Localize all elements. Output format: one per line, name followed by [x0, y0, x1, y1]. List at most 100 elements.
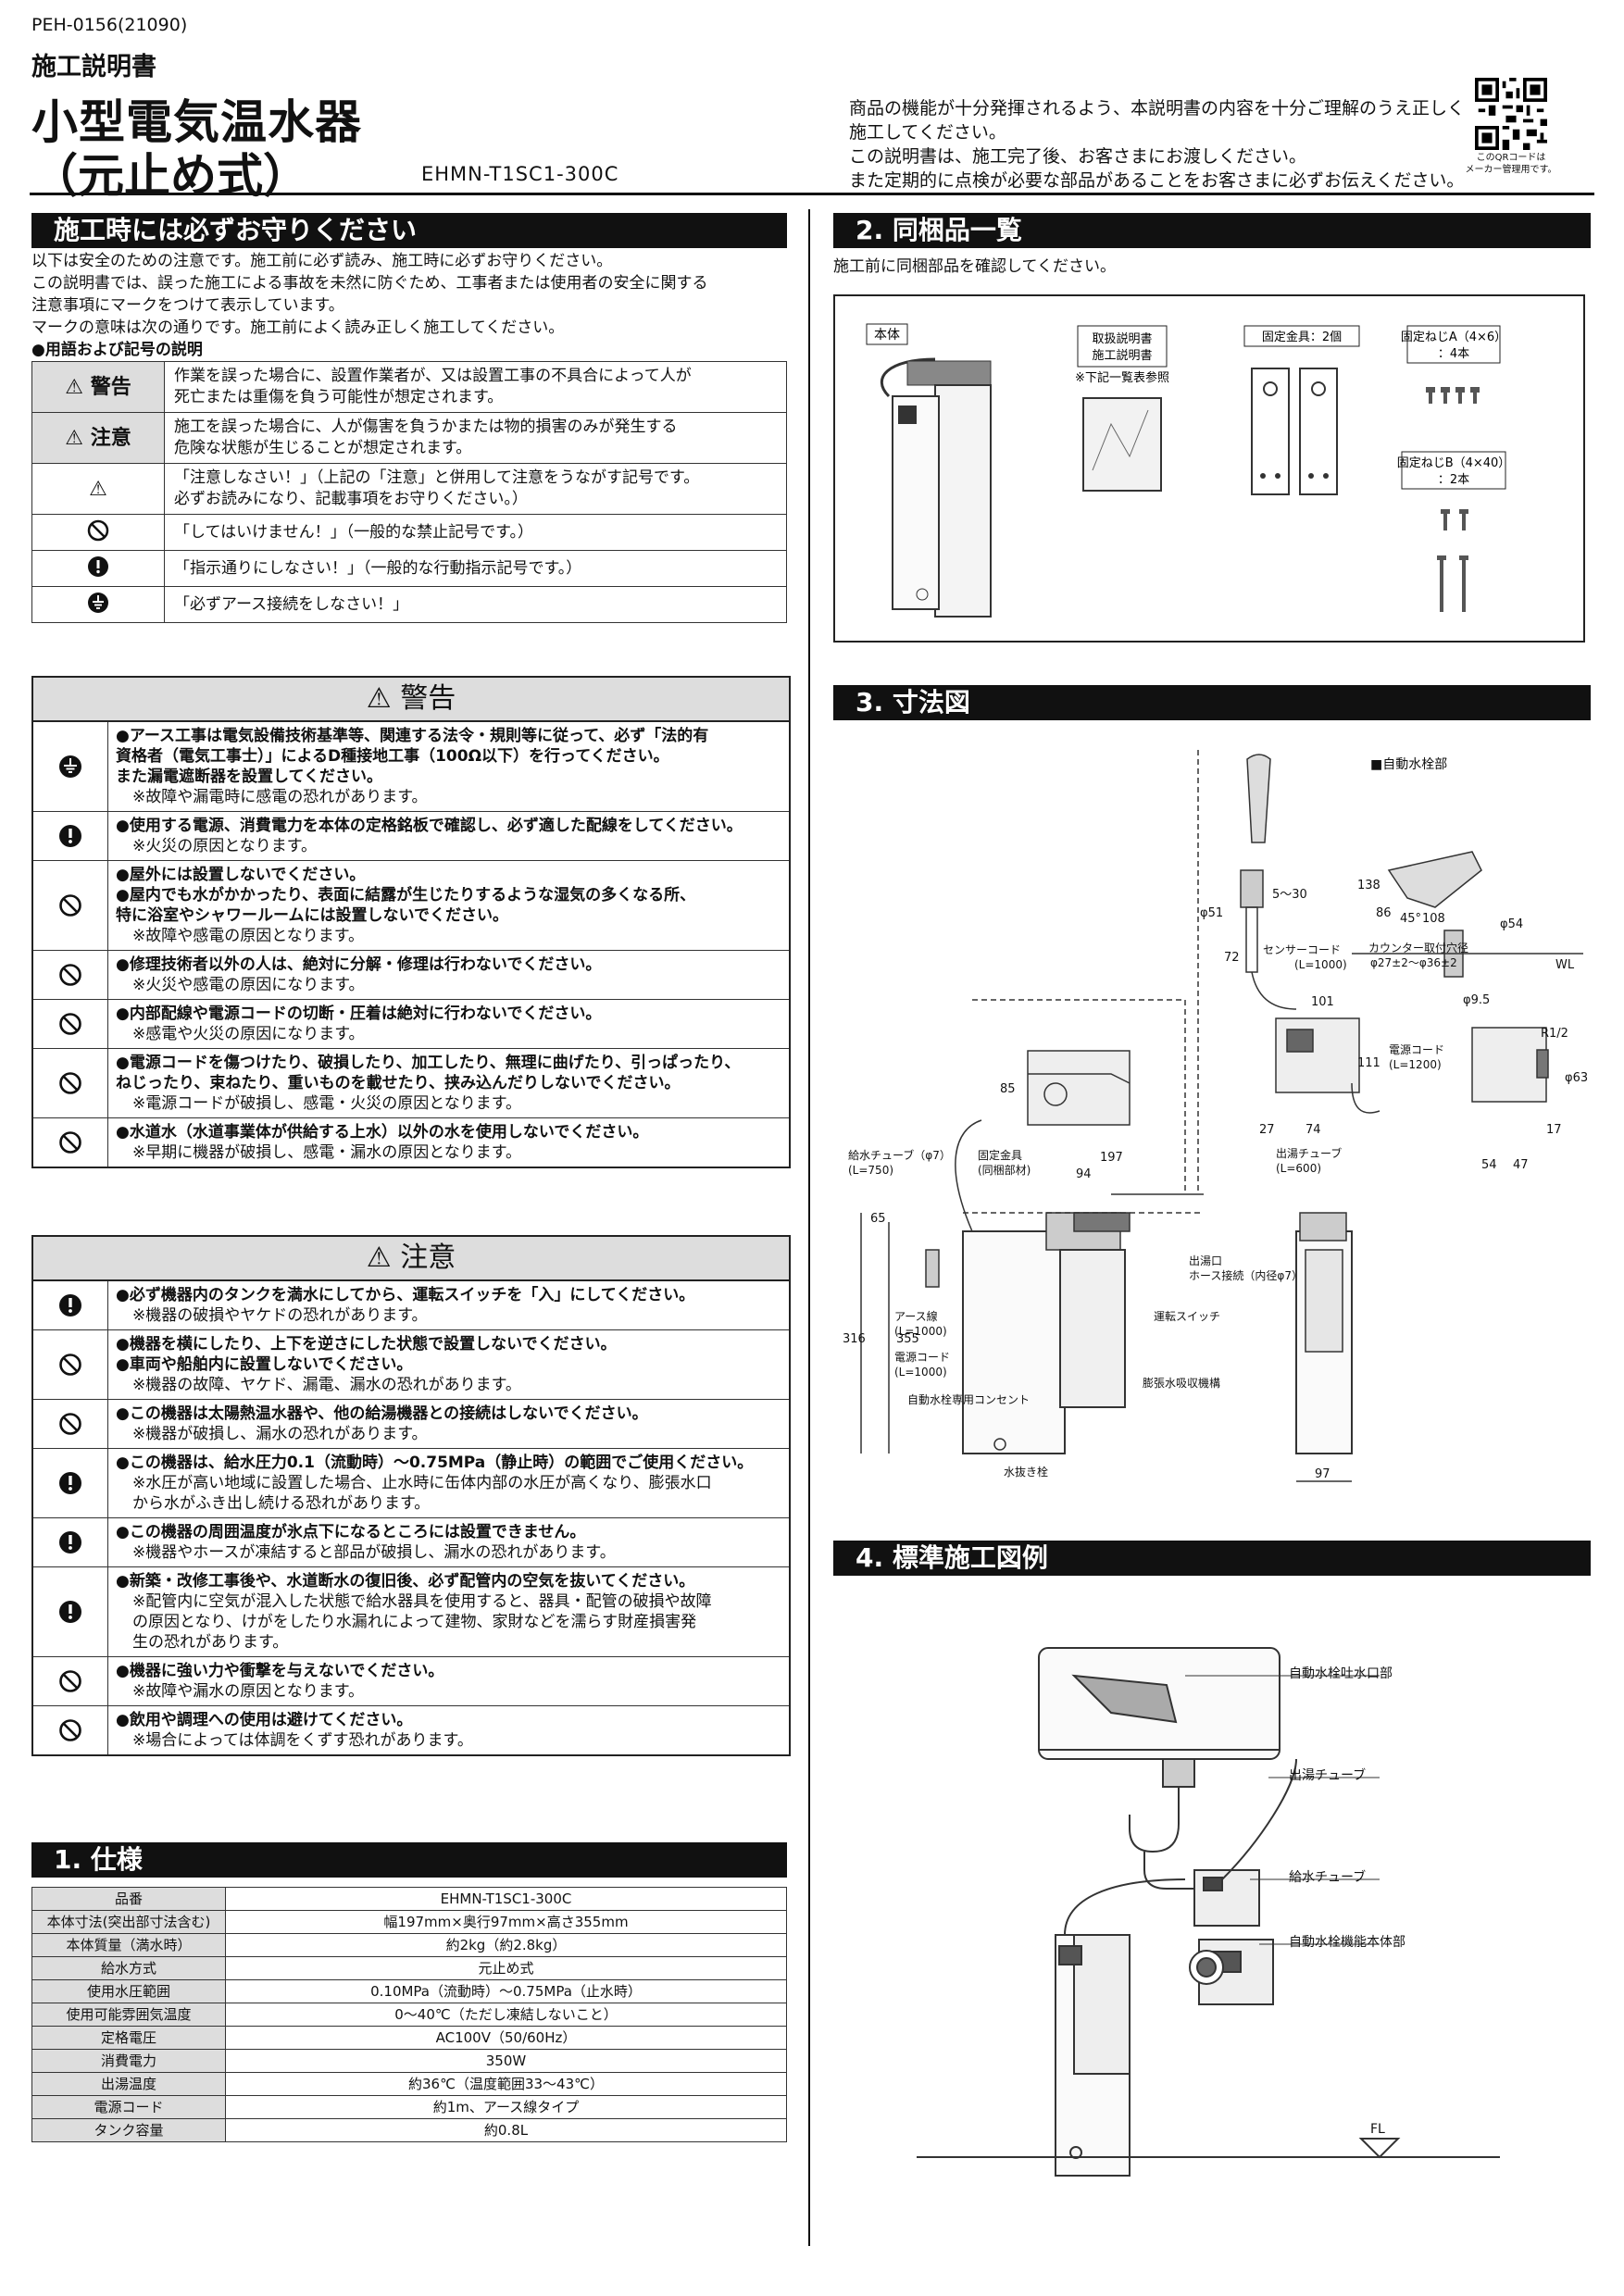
symbol-row: 「指示通りにしなさい！」（一般的な行動指示記号です。）	[31, 550, 787, 587]
item-note-line: ※早期に機器が破損し、感電・漏水の原因となります。	[132, 1143, 522, 1162]
dim-label: 74	[1305, 1123, 1321, 1137]
install-label: 自動水栓吐水口部	[1289, 1666, 1393, 1681]
spec-value: 約36℃（温度範囲33～43℃）	[225, 2072, 787, 2096]
mandatory-icon	[59, 1294, 81, 1316]
caution-item: ●この機器の周囲温度が氷点下になるところには設置できません。※機器やホースが凍結…	[33, 1517, 789, 1566]
spec-value: EHMN-T1SC1-300C	[225, 1887, 787, 1911]
spec-key: 本体質量（満水時）	[31, 1933, 226, 1957]
dim-label: 355	[896, 1332, 919, 1346]
prohibition-icon	[59, 1072, 81, 1094]
section-heading: 3. 寸法図	[833, 685, 1591, 720]
mandatory-icon	[59, 1472, 81, 1494]
item-icon-cell	[33, 1449, 108, 1517]
item-icon-cell	[33, 1657, 108, 1705]
manual-label: 取扱説明書	[1092, 331, 1152, 346]
item-note-line: ※火災の原因となります。	[132, 837, 318, 855]
prohibition-icon	[59, 1354, 81, 1376]
dim-label: φ54	[1500, 917, 1523, 931]
spec-key: 消費電力	[31, 2049, 226, 2073]
dim-label: アース線	[894, 1309, 938, 1323]
mandatory-icon	[59, 1601, 81, 1623]
item-text: ●修理技術者以外の人は、絶対に分解・修理は行わないでください。※火災や感電の原因…	[108, 951, 608, 999]
prohibition-icon	[59, 1413, 81, 1435]
warning-triangle-icon: ⚠	[366, 1242, 392, 1274]
dim-label: 膨張水吸収機構	[1143, 1376, 1220, 1390]
item-icon-cell	[33, 1400, 108, 1448]
dim-label: 65	[870, 1212, 886, 1226]
spec-key: 定格電圧	[31, 2026, 226, 2050]
install-section: 4. 標準施工図例	[833, 1541, 1591, 1576]
dim-label: 72	[1224, 951, 1240, 965]
spec-key: 電源コード	[31, 2095, 226, 2119]
symbol-text: 「してはいけません！」（一般的な禁止記号です。）	[164, 514, 787, 551]
symbol-row: 「してはいけません！」（一般的な禁止記号です。）	[31, 514, 787, 551]
spec-value: 約2kg（約2.8kg）	[225, 1933, 787, 1957]
dim-label: 86	[1376, 906, 1392, 920]
dim-label: カウンター取付穴径	[1368, 941, 1468, 955]
model-number: EHMN-T1SC1-300C	[421, 163, 619, 185]
long-screw-icon	[1437, 509, 1468, 612]
item-main-line: ●車両や船舶内に設置しないでください。	[116, 1355, 413, 1374]
symbol-text: 作業を誤った場合に、設置作業者が、又は設置工事の不具合によって人が	[174, 367, 692, 385]
safety-line: マークの意味は次の通りです。施工前によく読み正しく施工してください。	[31, 318, 565, 337]
header-rule	[30, 193, 1594, 195]
bundle-body-label: 本体	[874, 328, 900, 343]
intro-line: 商品の機能が十分発揮されるよう、本説明書の内容を十分ご理解のうえ正しく	[849, 98, 1466, 119]
dim-label: φ9.5	[1463, 993, 1490, 1007]
prohibition-icon	[59, 964, 81, 986]
prohibition-icon	[59, 1131, 81, 1154]
dim-label: 94	[1076, 1167, 1092, 1181]
document-number: PEH-0156(21090)	[31, 15, 188, 35]
item-icon-cell	[33, 1567, 108, 1656]
warning-item: ●水道水（水道事業体が供給する上水）以外の水を使用しないでください。※早期に機器…	[33, 1117, 789, 1167]
item-text: ●機器を横にしたり、上下を逆さにした状態で設置しないでください。●車両や船舶内に…	[108, 1330, 624, 1399]
item-main-line: 資格者（電気工事士）」によるD種接地工事（100Ω以下）を行ってください。	[116, 747, 669, 766]
dim-label: 138	[1357, 879, 1380, 892]
ground-icon	[88, 592, 108, 613]
symbol-row: ⚠ 警告 作業を誤った場合に、設置作業者が、又は設置工事の不具合によって人が死亡…	[31, 361, 787, 413]
symbol-text: 「必ずアース接続をしなさい！」	[164, 586, 787, 623]
warning-item: ●内部配線や電源コードの切断・圧着は絶対に行わないでください。※感電や火災の原因…	[33, 999, 789, 1048]
prohibition-icon	[59, 1670, 81, 1692]
item-main-line: ●必ず機器内のタンクを満水にしてから、運転スイッチを「入」にしてください。	[116, 1286, 695, 1304]
dim-label: 85	[1000, 1082, 1016, 1096]
item-note-line: ※故障や漏水の原因となります。	[132, 1682, 365, 1701]
item-note-line: ※機器の破損やヤケドの恐れがあります。	[132, 1306, 428, 1325]
spec-value: 0.10MPa（流動時）～0.75MPa（止水時）	[225, 1979, 787, 2003]
item-note-line: の原因となり、けがをしたり水漏れによって建物、家財などを濡らす財産損害発	[132, 1613, 697, 1631]
caution-item: ●この機器は太陽熱温水器や、他の給湯機器との接続はしないでください。※機器が破損…	[33, 1399, 789, 1448]
item-text: ●屋外には設置しないでください。●屋内でも水がかかったり、表面に結露が生じたりす…	[108, 861, 703, 950]
warning-item: ●修理技術者以外の人は、絶対に分解・修理は行わないでください。※火災や感電の原因…	[33, 950, 789, 999]
item-note-line: ※機器が破損し、漏水の恐れがあります。	[132, 1425, 428, 1443]
item-note-line: ※水圧が高い地域に設置した場合、止水時に缶体内部の水圧が高くなり、膨張水口	[132, 1474, 712, 1492]
install-label: 給水チューブ	[1289, 1869, 1366, 1885]
warning-triangle-icon: ⚠	[65, 375, 84, 399]
dim-label: 給水チューブ（φ7）	[848, 1148, 951, 1162]
warning-header: ⚠ 警告	[33, 678, 789, 722]
symbol-row: 「必ずアース接続をしなさい！」	[31, 586, 787, 623]
item-note-line: ※機器の故障、ヤケド、漏電、漏水の恐れがあります。	[132, 1376, 521, 1394]
item-main-line: ●屋外には設置しないでください。	[116, 866, 366, 884]
screw-icon	[1426, 387, 1480, 404]
symbol-row: ⚠ 「注意しなさい！」（上記の「注意」と併用して注意をうながす記号です。必ずお読…	[31, 463, 787, 515]
bracket-label: 固定金具：2個	[1262, 330, 1342, 344]
bundle-intro: 施工前に同梱部品を確認してください。	[833, 257, 1116, 276]
item-icon-cell	[33, 812, 108, 860]
item-text: ●新築・改修工事後や、水道断水の復旧後、必ず配管内の空気を抜いてください。※配管…	[108, 1567, 719, 1656]
item-note-line: ※機器やホースが凍結すると部品が破損し、漏水の恐れがあります。	[132, 1543, 616, 1562]
dim-label: 97	[1315, 1467, 1330, 1481]
dim-label: ■自動水栓部	[1370, 757, 1447, 772]
spec-row: 給水方式元止め式	[31, 1956, 787, 1980]
dim-label: (L=1000)	[1294, 958, 1347, 971]
item-icon-cell	[33, 861, 108, 950]
warning-box: ⚠ 警告 ●アース工事は電気設備技術基準等、関連する法令・規則等に従って、必ず「…	[31, 676, 791, 1168]
warning-triangle-icon: ⚠	[65, 426, 84, 450]
dim-label: (L=750)	[848, 1164, 893, 1177]
item-main-line: ●アース工事は電気設備技術基準等、関連する法令・規則等に従って、必ず「法的有	[116, 727, 709, 745]
dim-label: 45°	[1400, 912, 1421, 926]
item-text: ●電源コードを傷つけたり、破損したり、加工したり、無理に曲げたり、引っぱったり、…	[108, 1049, 747, 1117]
prohibition-icon	[59, 1013, 81, 1035]
caution-item: ●飲用や調理への使用は避けてください。※場合によっては体調をくずす恐れがあります…	[33, 1705, 789, 1754]
